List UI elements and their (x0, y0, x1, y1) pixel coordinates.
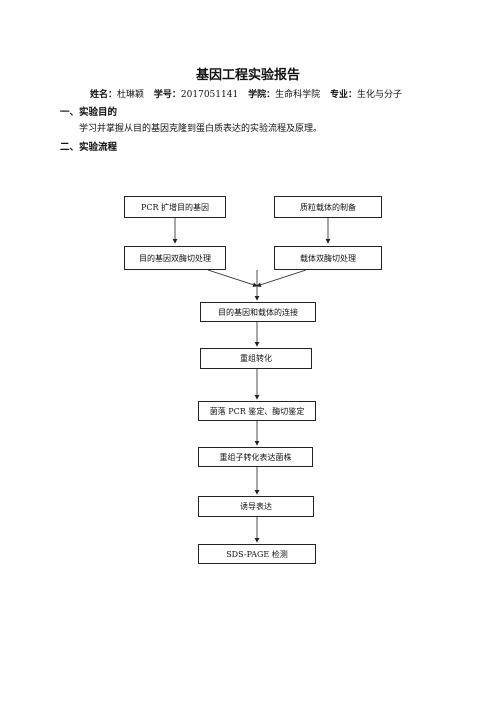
arrow-vector-digest-to-ligation (256, 269, 307, 288)
id-value: 2017051141 (180, 90, 239, 100)
flow-box-vector-digest: 载体双酶切处理 (274, 246, 382, 270)
flow-box-ligation: 目的基因和载体的连接 (200, 302, 316, 322)
flow-box-gene-digest: 目的基因双酶切处理 (124, 246, 226, 270)
arrow-gene-digest-to-ligation (207, 269, 258, 288)
student-info: 姓名：杜琳颖 学号：2017051141 学院：生命科学院 专业：生化与分子 (90, 87, 409, 100)
purpose-text: 学习并掌握从目的基因克隆到蛋白质表达的实验流程及原理。 (79, 124, 323, 134)
section-heading-purpose: 一、实验目的 (60, 107, 118, 118)
flow-box-pcr: PCR 扩增目的基因 (124, 196, 226, 218)
flow-box-colony: 菌落 PCR 鉴定、酶切鉴定 (198, 401, 316, 421)
flow-box-induce: 诱导表达 (198, 496, 314, 517)
major-label: 专业： (329, 90, 357, 100)
name-label: 姓名： (90, 90, 118, 100)
id-label: 学号： (153, 90, 181, 100)
major-value: 生化与分子 (356, 90, 402, 100)
flow-box-express-strain: 重组子转化表达菌株 (198, 447, 313, 467)
college-value: 生命科学院 (275, 90, 321, 100)
page-title: 基因工程实验报告 (195, 68, 300, 83)
college-label: 学院： (248, 90, 276, 100)
flow-box-transform: 重组转化 (200, 348, 312, 369)
flow-box-sds: SDS-PAGE 检测 (198, 544, 316, 564)
name-value: 杜琳颖 (117, 90, 145, 100)
flow-box-plasmid: 质粒载体的制备 (274, 196, 382, 218)
section-heading-procedure: 二、实验流程 (60, 142, 118, 153)
